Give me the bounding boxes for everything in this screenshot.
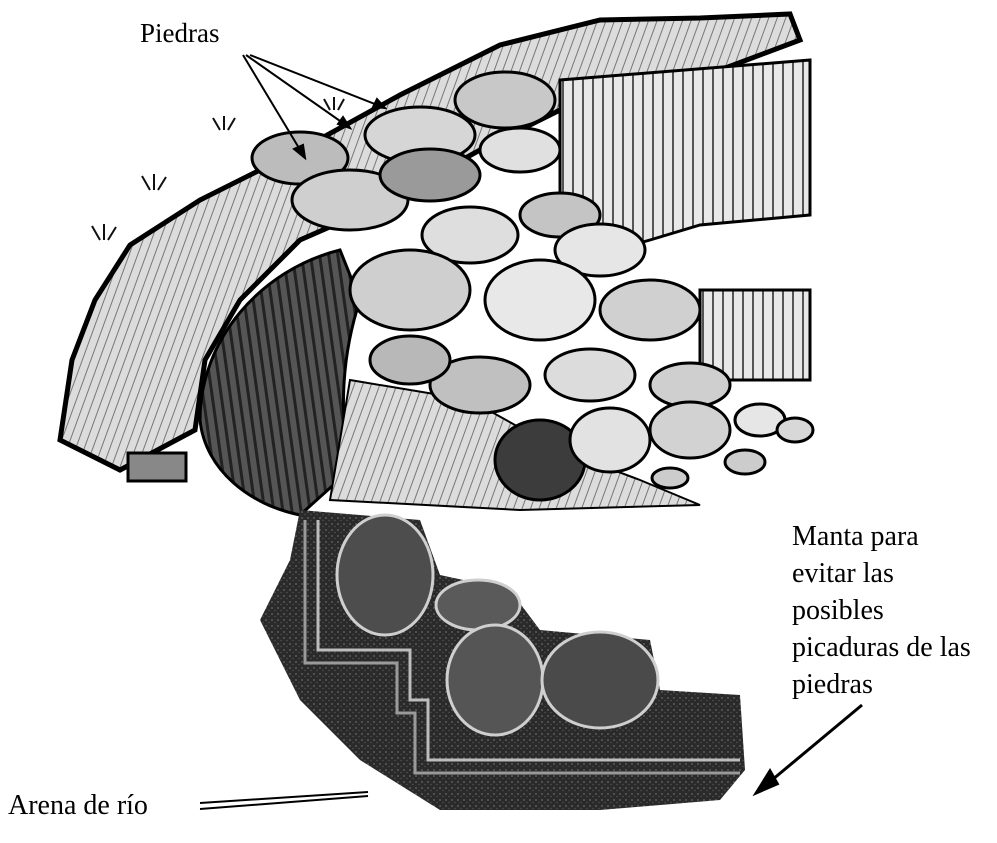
label-manta-line-5: piedras — [792, 666, 971, 703]
label-manta-line-1: Manta para — [792, 518, 971, 555]
label-manta: Manta para evitar las posibles picaduras… — [792, 518, 971, 703]
label-manta-line-2: evitar las — [792, 555, 971, 592]
label-arena: Arena de río — [8, 789, 148, 822]
side-curtain-wall — [700, 290, 810, 380]
label-piedras: Piedras — [140, 18, 219, 50]
label-manta-line-4: picaduras de las — [792, 629, 971, 666]
small-box — [128, 453, 186, 481]
label-manta-line-3: posibles — [792, 592, 971, 629]
